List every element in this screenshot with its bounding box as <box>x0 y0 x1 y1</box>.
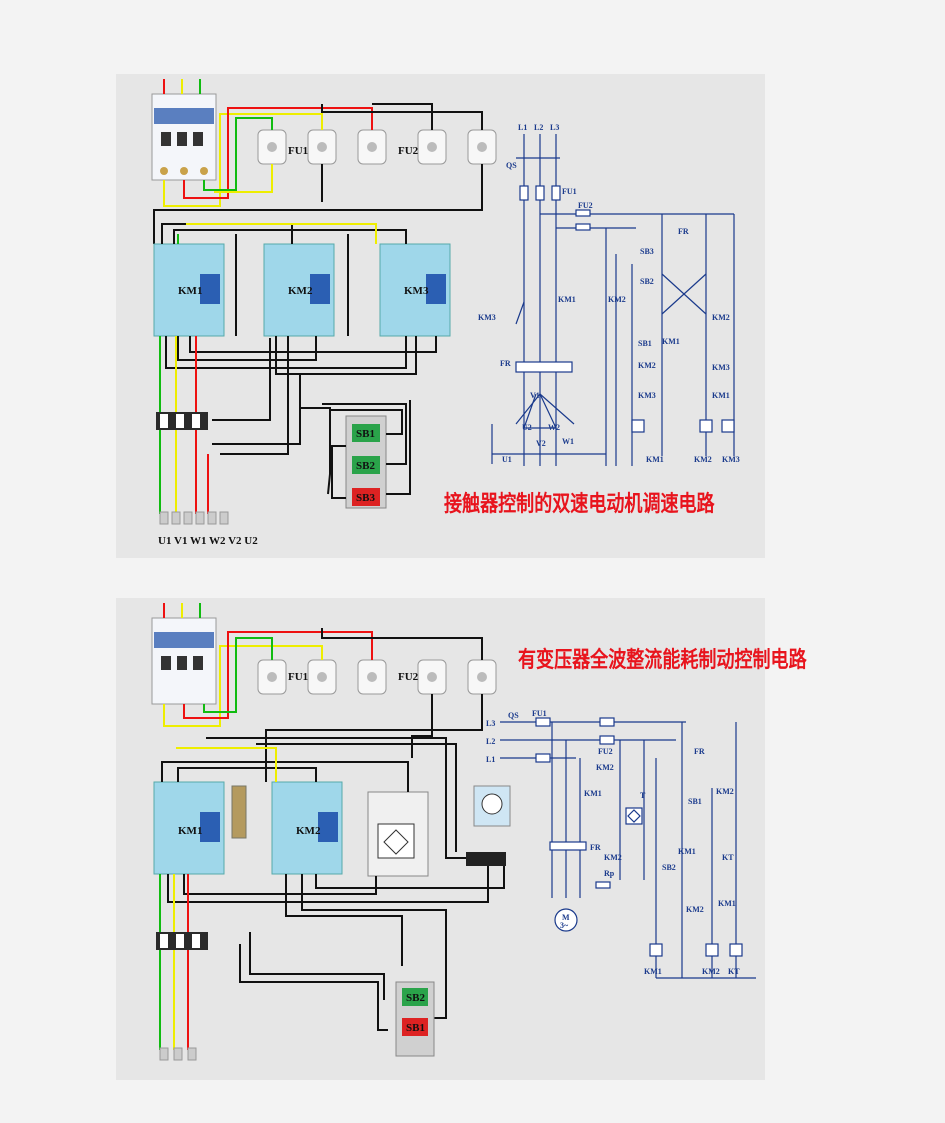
km1-right-label: KM1 <box>712 391 730 400</box>
circuit-breaker-2 <box>151 617 217 705</box>
km1-aux-label: KM1 <box>662 337 680 346</box>
km1-label-2: KM1 <box>178 825 202 837</box>
coil-km1-2: KM1 <box>644 967 662 976</box>
sb3-label: SB3 <box>356 492 375 504</box>
sb2-sch-label-2: SB2 <box>662 863 676 872</box>
sb1-sch-label-2: SB1 <box>688 797 702 806</box>
terminal-block <box>159 511 229 525</box>
fr-ctrl-label: FR <box>678 227 689 236</box>
km2-label-2: KM2 <box>296 825 321 837</box>
sb1-sch-label: SB1 <box>638 339 652 348</box>
fu1-label: FU1 <box>288 145 308 157</box>
km2-aux-label: KM2 <box>638 361 656 370</box>
button-box <box>345 415 387 509</box>
schematic-1 <box>491 134 735 466</box>
diagram-1-title: 接触器控制的双速电动机调速电路 <box>444 492 715 517</box>
fu2-label-2: FU2 <box>398 671 419 683</box>
sb2-sch-label: SB2 <box>640 277 654 286</box>
sb2-label-2: SB2 <box>406 992 425 1004</box>
contactor-km1-2 <box>153 781 225 875</box>
motor-u2: U2 <box>522 423 532 432</box>
km2-main-label: KM2 <box>608 295 626 304</box>
resistor <box>231 785 247 839</box>
phase-l3-2: L3 <box>486 719 495 728</box>
contactor-km2 <box>263 243 335 337</box>
fr-label: FR <box>500 359 511 368</box>
sb3-sch-label: SB3 <box>640 247 654 256</box>
diagram-2-svg: FU1 FU2 KM1 KM2 <box>151 603 756 1061</box>
km3-right-label: KM3 <box>712 363 730 372</box>
terminal-labels: U1 V1 W1 W2 V2 U2 <box>158 535 258 547</box>
kt-r-label: KT <box>722 853 734 862</box>
terminal-block-2 <box>159 1047 197 1061</box>
km2-r-label: KM2 <box>716 787 734 796</box>
fu1-label-2: FU1 <box>288 671 308 683</box>
fuse-row-2 <box>257 659 497 695</box>
km2-top-label: KM2 <box>596 763 614 772</box>
fr-ctrl-label-2: FR <box>694 747 705 756</box>
motor-w1: W1 <box>562 437 574 446</box>
phase-l3: L3 <box>550 123 559 132</box>
coil-km3: KM3 <box>722 455 740 464</box>
km1-low-label: KM1 <box>718 899 736 908</box>
diagram-1-svg: FU1 FU2 KM1 KM2 KM3 <box>151 79 740 547</box>
phase-l1-2: L1 <box>486 755 495 764</box>
circuit-breaker <box>151 93 217 181</box>
km2-label: KM2 <box>288 285 313 297</box>
motor-label: M <box>562 913 570 922</box>
fu2-sch-label: FU2 <box>578 201 593 210</box>
button-box-2 <box>395 981 435 1057</box>
thermal-relay-2 <box>156 932 208 950</box>
km1-main-label-2: KM1 <box>584 789 602 798</box>
motor-sub-label: 3~ <box>560 921 569 930</box>
terminal-strip <box>466 852 506 866</box>
motor-v1: V1 <box>530 391 540 400</box>
fu1-sch-label: FU1 <box>562 187 577 196</box>
schematic-2 <box>500 717 756 979</box>
phase-l1: L1 <box>518 123 527 132</box>
km3-left-label: KM3 <box>478 313 496 322</box>
fu2-sch-label-2: FU2 <box>598 747 613 756</box>
rectifier-transformer <box>367 791 429 877</box>
sb1-label: SB1 <box>356 428 375 440</box>
km2-right-label: KM2 <box>712 313 730 322</box>
fu1-sch-label-2: FU1 <box>532 709 547 718</box>
phase-l2: L2 <box>534 123 543 132</box>
wiring-diagram-panel-2: FU1 FU2 KM1 KM2 <box>116 598 807 1080</box>
motor-v2: V2 <box>536 439 546 448</box>
qs-label-2: QS <box>508 711 519 720</box>
km1-label: KM1 <box>178 285 202 297</box>
wiring-diagram-panel-1: FU1 FU2 KM1 KM2 KM3 <box>116 74 765 558</box>
km1-main-label: KM1 <box>558 295 576 304</box>
sb2-label: SB2 <box>356 460 375 472</box>
schematic-2-labels: L3 L2 L1 QS FU1 FU2 FR KM2 T KM1 FR KM2 … <box>486 709 740 976</box>
km3-label: KM3 <box>404 285 429 297</box>
fuse-row <box>257 129 497 165</box>
fu2-label: FU2 <box>398 145 419 157</box>
fr-label-2: FR <box>590 843 601 852</box>
time-relay <box>473 785 511 827</box>
km1-r-label: KM1 <box>678 847 696 856</box>
contactor-km3 <box>379 243 451 337</box>
km2-low-label: KM2 <box>686 905 704 914</box>
diagram-2-title: 有变压器全波整流能耗制动控制电路 <box>518 648 807 673</box>
contactor-km1 <box>153 243 225 337</box>
coil-km2-2: KM2 <box>702 967 720 976</box>
km2-mid-label: KM2 <box>604 853 622 862</box>
coil-km2: KM2 <box>694 455 712 464</box>
thermal-relay <box>156 412 208 430</box>
km3-aux-label: KM3 <box>638 391 656 400</box>
motor-w2: W2 <box>548 423 560 432</box>
t-label: T <box>640 791 646 800</box>
coil-kt: KT <box>728 967 740 976</box>
qs-label: QS <box>506 161 517 170</box>
schematic-1-labels: L1 L2 L3 QS FU1 FU2 FR SB3 SB2 KM3 KM1 K… <box>478 123 740 464</box>
sb1-label-2: SB1 <box>406 1022 425 1034</box>
motor-u1: U1 <box>502 455 512 464</box>
coil-km1: KM1 <box>646 455 664 464</box>
rp-label: Rp <box>604 869 615 878</box>
phase-l2-2: L2 <box>486 737 495 746</box>
contactor-km2-2 <box>271 781 343 875</box>
